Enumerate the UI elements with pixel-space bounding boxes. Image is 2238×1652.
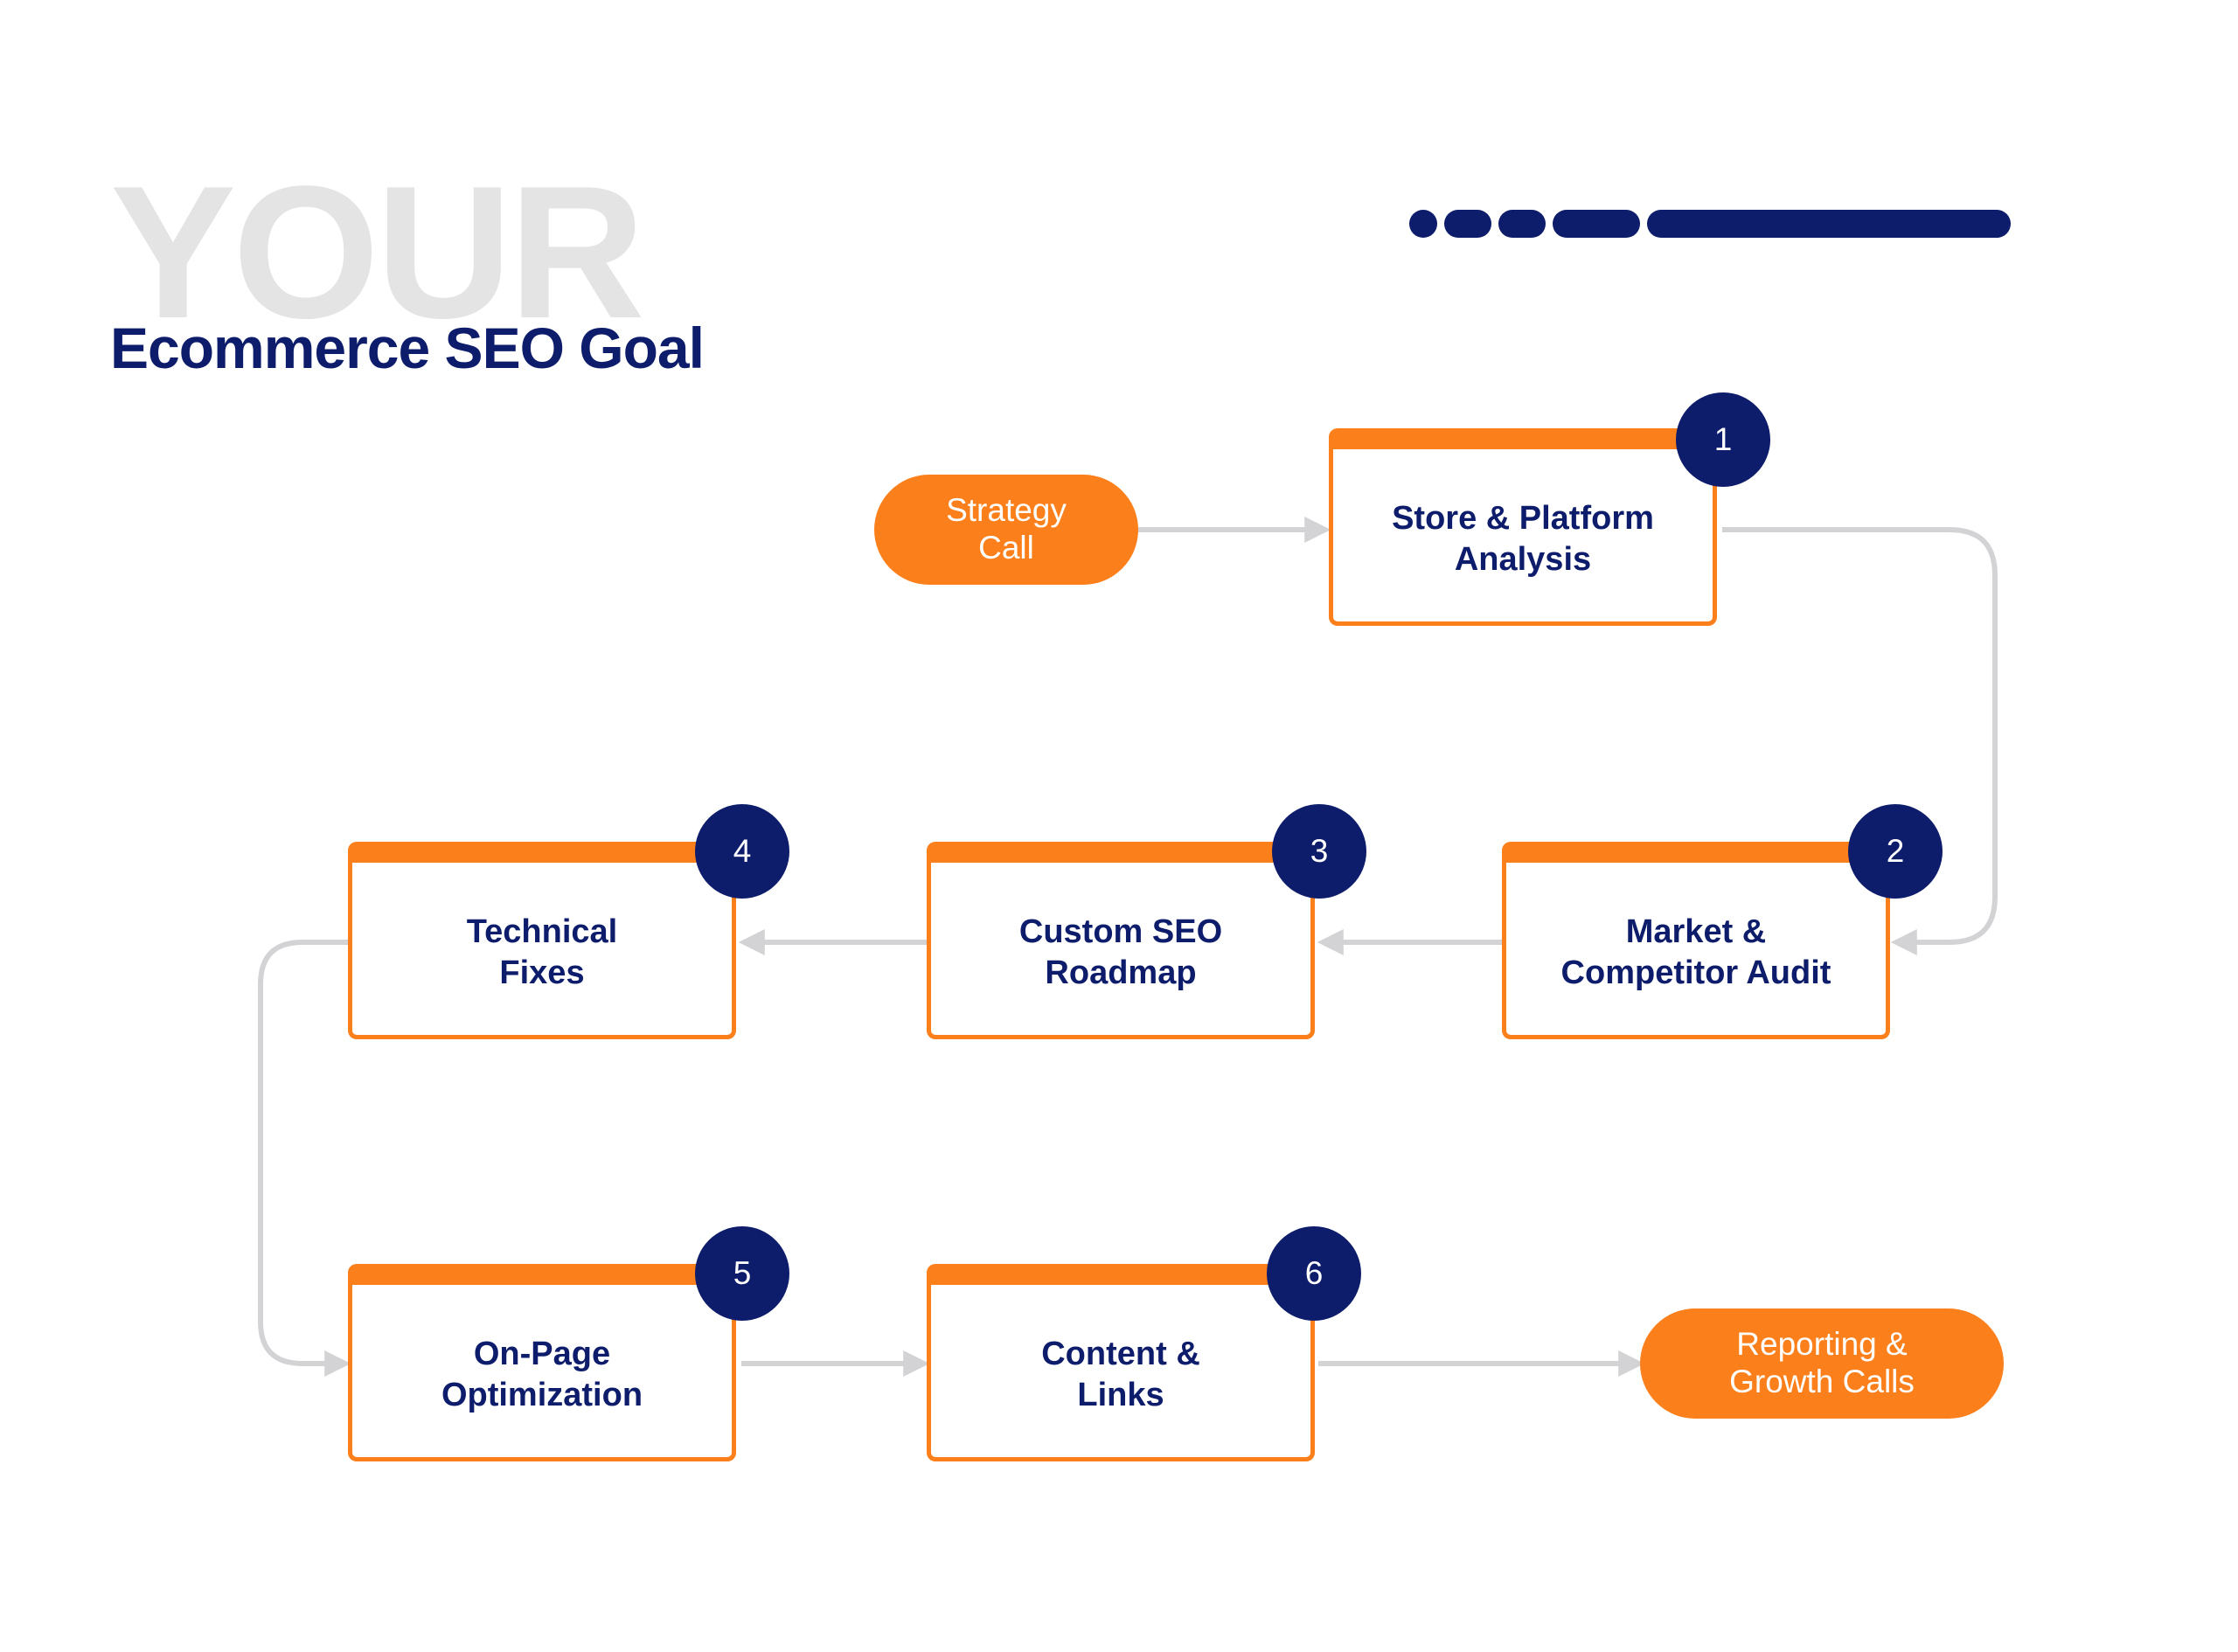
step-box-3: Custom SEO Roadmap: [927, 842, 1315, 1039]
step-box-1: Store & Platform Analysis: [1329, 428, 1717, 626]
deco-dash-4: [1553, 210, 1640, 238]
background-word: YOUR: [110, 146, 645, 357]
page-title: Ecommerce SEO Goal: [110, 316, 705, 380]
deco-dash-1: [1409, 210, 1437, 238]
step-number-badge-3: 3: [1272, 804, 1366, 899]
step-number-badge-2: 2: [1848, 804, 1943, 899]
step-box-4: Technical Fixes: [348, 842, 736, 1039]
connector-1-to-2: [1722, 527, 1998, 955]
step-number-badge-4: 4: [695, 804, 789, 899]
step-number-badge-6: 6: [1267, 1226, 1361, 1321]
start-terminal-strategy-call: Strategy Call: [874, 475, 1138, 585]
step-box-5: On-Page Optimization: [348, 1264, 736, 1461]
deco-dash-3: [1498, 210, 1546, 238]
end-terminal-reporting-growth-calls: Reporting & Growth Calls: [1640, 1308, 2004, 1419]
deco-dash-5: [1647, 210, 2011, 238]
step-box-6: Content & Links: [927, 1264, 1315, 1461]
deco-dash-2: [1444, 210, 1491, 238]
connector-4-to-5: [258, 940, 351, 1377]
step-number-badge-1: 1: [1676, 392, 1770, 487]
step-box-2: Market & Competitor Audit: [1502, 842, 1890, 1039]
step-number-badge-5: 5: [695, 1226, 789, 1321]
